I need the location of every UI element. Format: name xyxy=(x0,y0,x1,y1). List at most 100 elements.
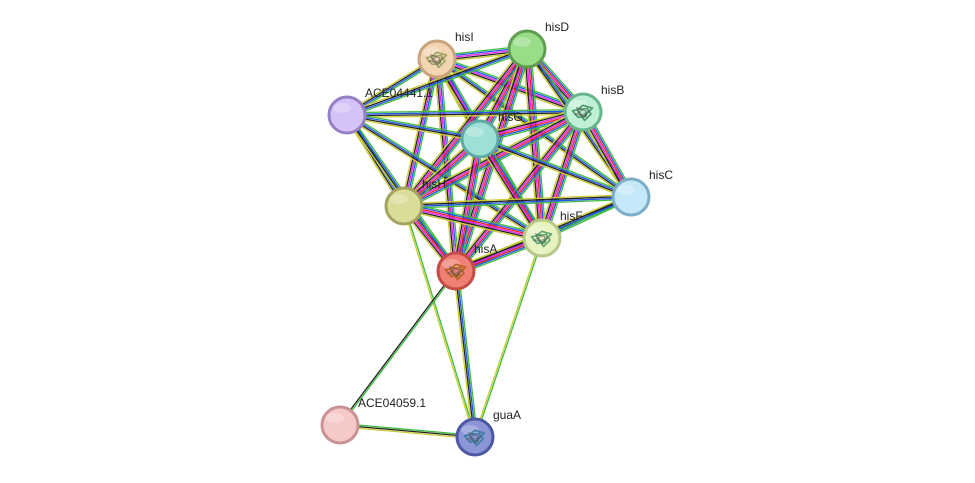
protein-structure-icon xyxy=(444,263,467,281)
node-ACE04441.1[interactable]: ACE04441.1 xyxy=(327,86,433,135)
node-hisB[interactable]: hisB xyxy=(563,83,624,132)
node-hisD[interactable]: hisD xyxy=(507,20,569,69)
edge-evidence-line xyxy=(525,49,542,239)
node-circle[interactable] xyxy=(455,417,495,457)
node-label: hisA xyxy=(474,242,497,256)
protein-structure-icon xyxy=(425,51,448,69)
node-highlight xyxy=(466,127,484,137)
edge-evidence-line xyxy=(454,271,475,438)
node-highlight xyxy=(461,425,479,435)
edge-hisD-hisF[interactable] xyxy=(522,48,547,239)
edge-evidence-line xyxy=(346,116,480,143)
edge-ACE04059.1-guaA[interactable] xyxy=(339,422,476,440)
edge-evidence-line xyxy=(338,270,456,425)
edge-evidence-line xyxy=(437,56,584,112)
edge-evidence-line xyxy=(456,270,477,437)
edge-evidence-line xyxy=(404,198,632,210)
node-circle[interactable] xyxy=(320,405,360,445)
edge-evidence-line xyxy=(476,140,540,241)
edge-evidence-line xyxy=(346,115,480,141)
node-highlight xyxy=(528,226,546,236)
edge-hisC-hisH[interactable] xyxy=(403,193,632,210)
edge-hisH-guaA[interactable] xyxy=(402,205,477,438)
node-label: ACE04059.1 xyxy=(358,396,426,410)
node-circle[interactable] xyxy=(436,251,476,291)
node-highlight xyxy=(513,37,531,47)
edge-evidence-line xyxy=(456,112,585,272)
edge-evidence-line xyxy=(403,193,631,205)
nodes-layer: hisI hisD ACE04441.1 hisB hisG hisC hisH hisF hi… xyxy=(320,20,673,457)
edge-evidence-line xyxy=(404,205,477,437)
edge-evidence-line xyxy=(542,112,585,239)
node-label: hisB xyxy=(601,83,624,97)
node-guaA[interactable]: guaA xyxy=(455,408,521,457)
edge-hisD-ACE04441.1[interactable] xyxy=(345,46,529,118)
node-hisC[interactable]: hisC xyxy=(611,168,673,217)
node-hisH[interactable]: hisH xyxy=(384,177,446,226)
node-circle[interactable] xyxy=(460,119,500,159)
edge-evidence-line xyxy=(527,48,544,238)
protein-structure-icon xyxy=(571,104,594,122)
edge-evidence-line xyxy=(475,238,544,438)
edge-evidence-line xyxy=(346,110,583,115)
edge-hisA-ACE04059.1[interactable] xyxy=(338,270,458,426)
edge-evidence-line xyxy=(404,201,544,235)
node-highlight xyxy=(326,413,344,423)
edge-evidence-line xyxy=(401,47,526,205)
node-highlight xyxy=(569,100,587,110)
node-label: hisC xyxy=(649,168,673,182)
node-ACE04059.1[interactable]: ACE04059.1 xyxy=(320,396,426,445)
edge-ACE04441.1-hisB[interactable] xyxy=(346,108,584,119)
edge-evidence-line xyxy=(437,58,459,271)
edge-evidence-line xyxy=(477,139,541,240)
edge-hisH-hisF[interactable] xyxy=(402,201,544,243)
node-hisA[interactable]: hisA xyxy=(436,242,497,291)
node-circle[interactable] xyxy=(384,186,424,226)
node-circle[interactable] xyxy=(611,177,651,217)
edge-evidence-line xyxy=(481,137,545,238)
node-label: hisI xyxy=(455,30,474,44)
edge-ACE04441.1-hisF[interactable] xyxy=(345,112,544,241)
edge-evidence-line xyxy=(346,115,542,240)
edge-evidence-line xyxy=(480,136,633,196)
node-circle[interactable] xyxy=(522,218,562,258)
edge-evidence-line xyxy=(339,425,475,440)
node-highlight xyxy=(390,194,408,204)
edge-evidence-line xyxy=(454,111,583,271)
edge-evidence-line xyxy=(345,116,542,241)
node-circle[interactable] xyxy=(327,95,367,135)
edge-evidence-line xyxy=(528,48,546,238)
edge-evidence-line xyxy=(404,197,632,208)
protein-structure-icon xyxy=(530,230,553,248)
edge-evidence-line xyxy=(404,204,543,238)
edge-evidence-line xyxy=(457,49,530,272)
node-circle[interactable] xyxy=(417,39,457,79)
protein-structure-icon xyxy=(463,429,486,447)
node-circle[interactable] xyxy=(507,29,547,69)
edge-evidence-line xyxy=(540,111,583,238)
edge-evidence-line xyxy=(347,111,481,138)
edge-hisA-guaA[interactable] xyxy=(452,270,479,438)
node-highlight xyxy=(617,185,635,195)
edge-evidence-line xyxy=(402,206,475,438)
edge-evidence-line xyxy=(452,271,474,438)
edge-evidence-line xyxy=(453,110,582,270)
node-hisG[interactable]: hisG xyxy=(460,110,523,159)
node-label: guaA xyxy=(493,408,521,422)
node-highlight xyxy=(423,47,441,57)
node-label: ACE04441.1 xyxy=(365,86,433,100)
node-hisI[interactable]: hisI xyxy=(417,30,474,79)
edge-evidence-line xyxy=(340,271,458,426)
edge-evidence-line xyxy=(457,270,479,437)
edge-ACE04441.1-hisG[interactable] xyxy=(346,111,481,143)
node-label: hisG xyxy=(498,110,523,124)
edge-evidence-line xyxy=(473,237,542,437)
edge-evidence-line xyxy=(478,140,631,200)
edge-evidence-line xyxy=(340,422,476,437)
edge-hisF-guaA[interactable] xyxy=(473,237,544,438)
edge-evidence-line xyxy=(479,139,631,199)
edge-hisG-hisC[interactable] xyxy=(478,136,633,200)
node-hisF[interactable]: hisF xyxy=(522,209,583,258)
edge-evidence-line xyxy=(402,209,542,243)
node-circle[interactable] xyxy=(563,92,603,132)
